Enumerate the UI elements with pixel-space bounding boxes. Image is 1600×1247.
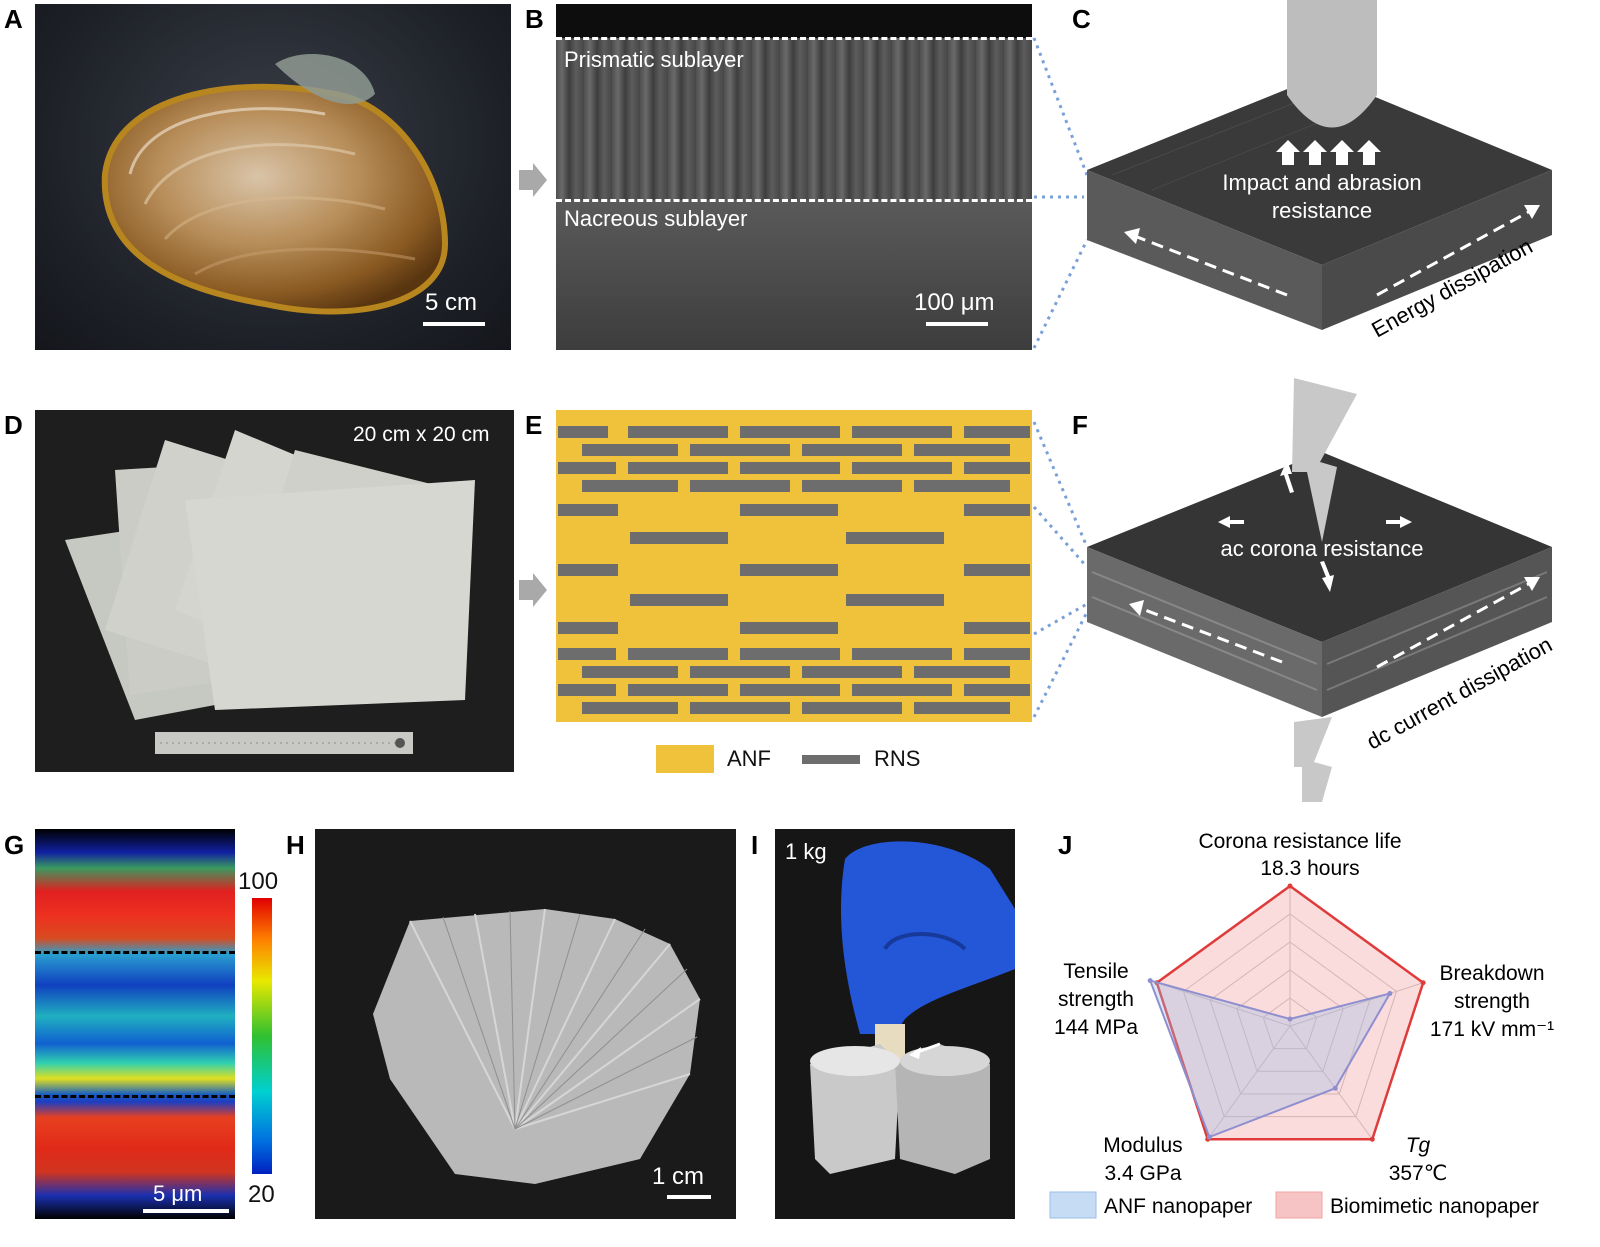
axis-label-modulus-2: 3.4 GPa xyxy=(1104,1162,1181,1185)
axis-label-tensile-1: Tensile xyxy=(1063,960,1128,983)
radar-ring xyxy=(1236,969,1344,1072)
scale-text-h: 1 cm xyxy=(652,1163,705,1190)
prismatic-label: Prismatic sublayer xyxy=(564,47,744,72)
load-test-illustration xyxy=(810,841,1015,1174)
scale-bar-h xyxy=(667,1195,711,1199)
panel-label-i: I xyxy=(751,830,759,860)
legend-swatch-biomimetic xyxy=(1275,1191,1323,1219)
radar-spoke xyxy=(1289,1025,1373,1140)
panel-label-c: C xyxy=(1072,4,1091,34)
radar-series-anf xyxy=(1148,979,1392,1139)
axis-label-breakdown-3: 171 kV mm⁻¹ xyxy=(1430,1018,1554,1041)
axis-label-modulus-1: Modulus xyxy=(1103,1134,1182,1157)
gray-arrow-ab xyxy=(519,163,547,197)
legend-swatch-anf xyxy=(656,745,714,773)
panel-label-g: G xyxy=(4,830,25,860)
legend-label-biomimetic: Biomimetic nanopaper xyxy=(1330,1195,1539,1218)
corona-schematic-f: ac corona resistance dc current dissipat… xyxy=(1032,378,1556,802)
axis-label-corona-1: Corona resistance life xyxy=(1198,830,1401,853)
radar-point xyxy=(1287,883,1293,889)
radar-point xyxy=(1387,991,1393,997)
gray-arrow-de xyxy=(519,573,547,607)
radar-series-biomimetic xyxy=(1155,884,1425,1141)
panel-label-b: B xyxy=(525,4,544,34)
legend-swatch-anf-nanopaper xyxy=(1049,1191,1097,1219)
legend-swatch-rns xyxy=(802,755,860,764)
legend-label-anf: ANF xyxy=(727,746,771,771)
axis-label-breakdown-1: Breakdown xyxy=(1439,962,1544,985)
axis-label-corona-2: 18.3 hours xyxy=(1260,857,1359,880)
eds-map-g: 5 μm xyxy=(35,829,235,1219)
colorbar-max: 100 xyxy=(238,868,279,895)
sheet-size-label: 20 cm x 20 cm xyxy=(353,423,490,446)
radar-ring xyxy=(1182,913,1398,1118)
radar-spoke xyxy=(1156,982,1291,1027)
legend-label-anf-nanopaper: ANF nanopaper xyxy=(1104,1195,1252,1218)
ac-corona-text: ac corona resistance xyxy=(1221,536,1424,561)
impact-schematic-c: Impact and abrasion resistance Energy di… xyxy=(1032,0,1552,349)
sem-top-band xyxy=(556,4,1032,38)
panel-label-j: J xyxy=(1058,830,1073,860)
panel-label-d: D xyxy=(4,410,23,440)
radar-point xyxy=(1206,1134,1212,1140)
radar-point xyxy=(1369,1136,1375,1142)
prismatic-texture xyxy=(556,38,1032,200)
panel-label-h: H xyxy=(286,830,305,860)
boundary-line-top xyxy=(556,37,1032,40)
mussel-shell-photo: 5 cm xyxy=(35,4,511,350)
eds-boundary-bottom xyxy=(35,1095,235,1098)
scale-bar-a xyxy=(423,322,485,326)
folded-nanopaper-photo: 1 cm xyxy=(315,829,736,1219)
radar-spoke xyxy=(1289,982,1424,1027)
boundary-line-mid xyxy=(556,199,1032,202)
axis-label-tensile-3: 144 MPa xyxy=(1054,1016,1138,1039)
legend-label-rns: RNS xyxy=(874,746,921,771)
radar-chart: Corona resistance life 18.3 hours Breakd… xyxy=(1049,830,1554,1219)
nacreous-label: Nacreous sublayer xyxy=(564,206,748,231)
axis-label-tg-1: Tg xyxy=(1406,1134,1431,1157)
sem-cross-section-b: Prismatic sublayer Nacreous sublayer 100… xyxy=(556,4,1032,350)
scale-text-a: 5 cm xyxy=(425,289,478,316)
weight-label: 1 kg xyxy=(785,839,827,864)
radar-point xyxy=(1332,1085,1338,1091)
colorbar-g xyxy=(252,898,272,1174)
radar-point xyxy=(1287,1016,1293,1022)
panel-label-e: E xyxy=(525,410,543,440)
folded-fan-illustration xyxy=(373,908,701,1184)
impact-text-2: resistance xyxy=(1272,198,1372,223)
load-test-photo: 1 kg xyxy=(775,829,1015,1219)
eds-boundary-top xyxy=(35,951,235,954)
scale-text-b: 100 μm xyxy=(914,289,995,316)
radar-point xyxy=(1420,980,1426,986)
sheets-illustration xyxy=(65,430,475,754)
panel-label-a: A xyxy=(4,4,23,34)
impact-text-1: Impact and abrasion xyxy=(1222,170,1421,195)
scale-text-g: 5 μm xyxy=(153,1181,203,1206)
radar-point xyxy=(1147,978,1153,984)
shell-illustration xyxy=(101,54,449,315)
radar-spoke xyxy=(1207,1025,1291,1140)
radar-ring xyxy=(1209,941,1371,1095)
scale-bar-g xyxy=(143,1209,229,1213)
colorbar-min: 20 xyxy=(248,1181,275,1208)
scale-bar-b xyxy=(926,322,988,326)
panel-label-f: F xyxy=(1072,410,1088,440)
brick-mortar-schematic xyxy=(556,410,1032,722)
axis-label-tensile-2: strength xyxy=(1058,988,1134,1011)
axis-label-breakdown-2: strength xyxy=(1454,990,1530,1013)
radar-series xyxy=(1147,883,1426,1142)
nanopaper-sheets-photo: 20 cm x 20 cm xyxy=(35,410,514,772)
axis-label-tg-2: 357℃ xyxy=(1389,1162,1448,1185)
